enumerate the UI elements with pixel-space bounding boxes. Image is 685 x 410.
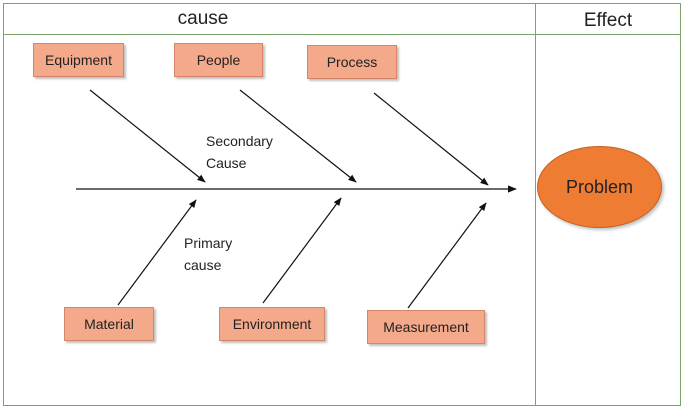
primary-label-line2: cause [184,257,222,273]
measurement-bone [407,202,487,309]
material-bone [117,199,197,306]
measurement-box: Measurement [367,310,485,344]
secondary-label-line1: Secondary [206,133,273,149]
people-box: People [174,43,263,77]
process-box: Process [307,45,397,79]
secondary-cause-label: Secondary Cause [206,130,273,174]
process-bone [373,92,489,186]
primary-label-line1: Primary [184,235,233,251]
effect-header-title: Effect [583,10,633,31]
effect-body-cell [535,34,681,406]
primary-cause-label: Primary cause [184,232,232,276]
equipment-box: Equipment [33,43,124,77]
environment-box: Environment [219,307,325,341]
material-box: Material [64,307,154,341]
people-bone [239,89,357,183]
environment-bone [262,197,342,304]
secondary-label-line2: Cause [206,155,247,171]
equipment-bone [89,89,206,183]
problem-ellipse: Problem [537,146,662,228]
cause-header-title: cause [177,8,229,29]
